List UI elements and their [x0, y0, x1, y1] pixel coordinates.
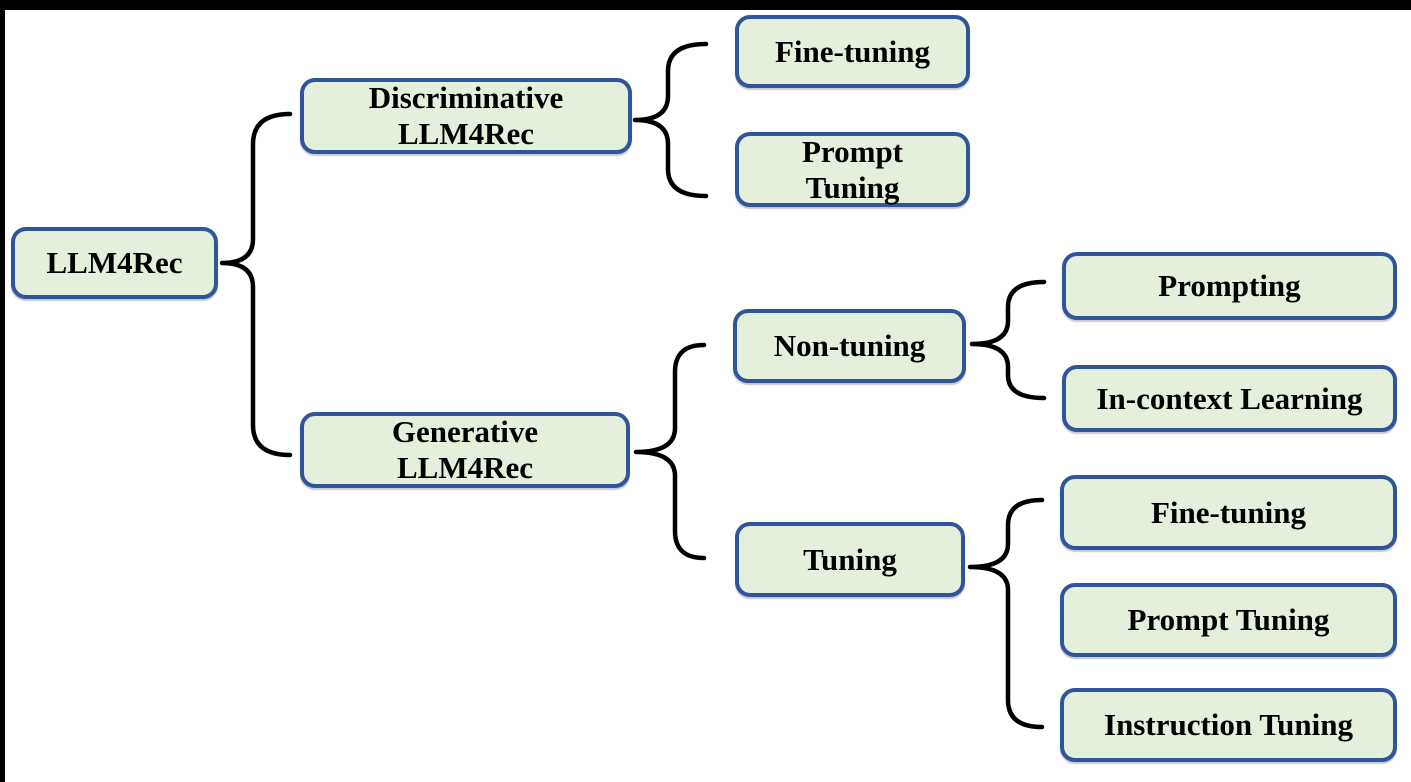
node-prompting-label: Prompting: [1158, 268, 1301, 304]
node-llm4rec: LLM4Rec: [11, 227, 218, 299]
node-in-context-learning-label: In-context Learning: [1096, 380, 1363, 416]
node-instruction-tuning-label: Instruction Tuning: [1104, 707, 1353, 743]
node-llm4rec-label: LLM4Rec: [46, 245, 183, 281]
node-generative-llm4rec-label: Generative LLM4Rec: [391, 414, 539, 485]
brace-llm4rec: [219, 111, 293, 458]
node-generative-llm4rec: Generative LLM4Rec: [300, 412, 630, 488]
left-black-edge: [0, 0, 5, 782]
node-gen-fine-tuning-label: Fine-tuning: [1150, 494, 1307, 530]
brace-generative: [633, 342, 707, 561]
node-tuning-label: Tuning: [803, 541, 897, 577]
node-tuning: Tuning: [735, 522, 965, 597]
node-gen-fine-tuning: Fine-tuning: [1060, 475, 1397, 550]
node-prompting: Prompting: [1062, 252, 1397, 320]
node-instruction-tuning: Instruction Tuning: [1060, 688, 1397, 762]
node-gen-prompt-tuning: Prompt Tuning: [1060, 583, 1397, 657]
node-discriminative-llm4rec: Discriminative LLM4Rec: [300, 78, 632, 154]
node-gen-prompt-tuning-label: Prompt Tuning: [1127, 602, 1330, 638]
node-non-tuning-label: Non-tuning: [773, 328, 926, 364]
brace-non-tuning: [969, 279, 1047, 401]
brace-discriminative: [632, 41, 709, 199]
node-disc-fine-tuning-label: Fine-tuning: [774, 33, 931, 69]
node-discriminative-llm4rec-label: Discriminative LLM4Rec: [368, 80, 564, 151]
node-non-tuning: Non-tuning: [733, 309, 966, 383]
node-disc-prompt-tuning-label: Prompt Tuning: [801, 133, 904, 205]
node-disc-prompt-tuning: Prompt Tuning: [735, 132, 970, 207]
top-black-bar: [0, 0, 1411, 10]
node-in-context-learning: In-context Learning: [1062, 365, 1397, 432]
brace-tuning: [967, 497, 1045, 730]
node-disc-fine-tuning: Fine-tuning: [735, 15, 970, 88]
